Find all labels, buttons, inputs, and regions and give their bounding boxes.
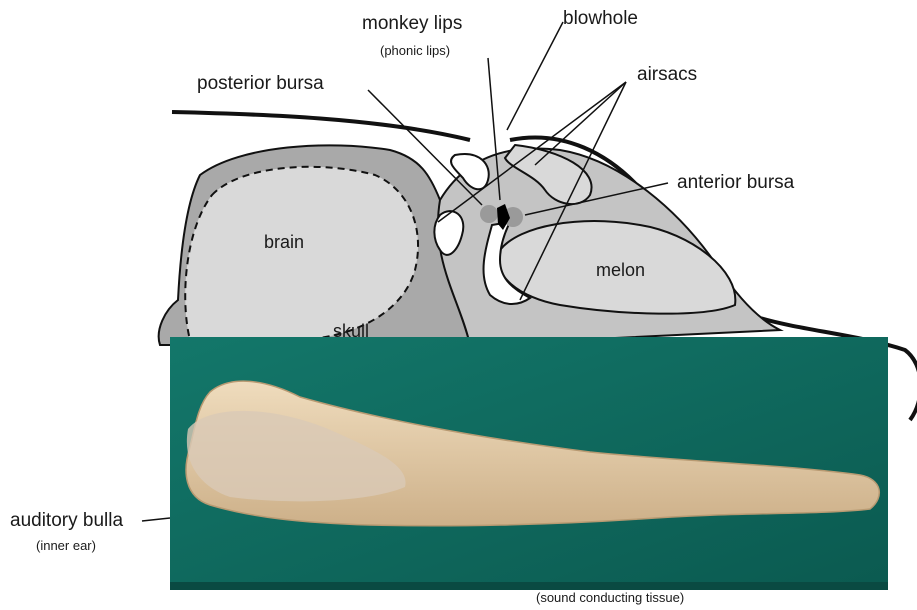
label-airsacs: airsacs — [637, 65, 697, 84]
label-sound-conducting-tissue: (sound conducting tissue) — [536, 591, 684, 604]
label-brain: brain — [264, 233, 304, 251]
label-melon: melon — [596, 261, 645, 279]
label-anterior-bursa: anterior bursa — [677, 173, 794, 192]
bone-photo — [170, 337, 888, 590]
brain-region — [185, 167, 418, 340]
leader-blowhole — [507, 22, 563, 130]
label-inner-ear: (inner ear) — [36, 539, 96, 552]
label-auditory-bulla: auditory bulla — [10, 511, 123, 530]
label-skull: skull — [333, 322, 369, 337]
label-phonic-lips: (phonic lips) — [380, 44, 450, 57]
bone-shadow — [170, 582, 888, 590]
leader-auditory-bulla — [142, 518, 170, 521]
posterior-bursa — [480, 205, 498, 223]
label-posterior-bursa: posterior bursa — [197, 74, 324, 93]
label-blowhole: blowhole — [563, 9, 638, 28]
bone-photo-image — [170, 337, 888, 590]
leader-airsacs-2 — [535, 82, 626, 165]
head-outline-top — [172, 112, 470, 140]
label-monkey-lips: monkey lips — [362, 14, 462, 33]
